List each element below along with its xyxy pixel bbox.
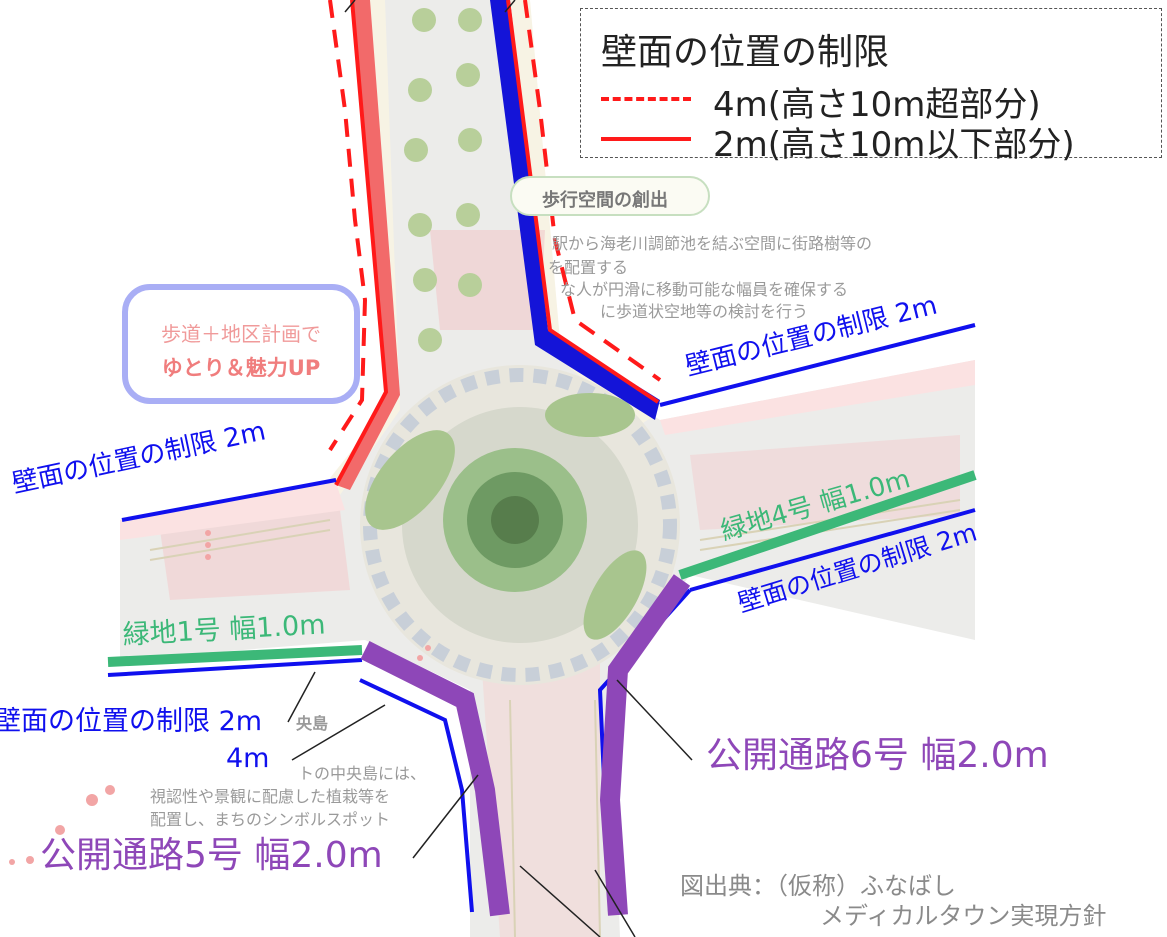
label-public-path-6: 公開通路6号 幅2.0m	[706, 735, 1049, 776]
callout-bubble: 歩道＋地区計画で ゆとり＆魅力UP	[122, 284, 360, 404]
street-trees	[365, 8, 647, 640]
source-line-1: 図出典：（仮称）ふなばし	[680, 872, 956, 900]
wall-line-ne	[659, 323, 976, 407]
bg-text-c2: 視認性や景観に配慮した植栽等を	[150, 787, 391, 806]
legend-4m-label: 4m(高さ10m超部分)	[713, 85, 1041, 125]
wall-line-e	[689, 508, 976, 592]
bg-text-c1: トの中央島には、	[298, 764, 427, 783]
leader-lines	[287, 0, 693, 937]
solid-line-swatch	[601, 137, 691, 141]
green-strip-4	[678, 470, 977, 580]
bg-text-4: に歩道状空地等の検討を行う	[600, 302, 809, 321]
bg-text-3: な人が円滑に移動可能な幅員を確保する	[560, 280, 849, 299]
label-public-path-5: 公開通路5号 幅2.0m	[40, 835, 383, 876]
green-strip-1	[107, 645, 363, 667]
bg-text-c4: 央島	[296, 714, 329, 733]
bg-text-1: 駅から海老川調節池を結ぶ空間に街路樹等の	[552, 234, 873, 253]
pill-text: 歩行空間の創出	[542, 190, 668, 211]
public-path-5	[360, 641, 510, 917]
legend-2m-label: 2m(高さ10m以下部分)	[713, 125, 1075, 165]
limit-4m-dashed-nw	[328, 0, 368, 452]
section-pill: 歩行空間の創出	[510, 176, 710, 216]
limit-4m-dashed-ne	[523, 0, 662, 382]
dashed-line-swatch	[601, 97, 691, 101]
wall-line-w	[121, 478, 337, 522]
source-line-2: メディカルタウン実現方針	[820, 902, 1107, 930]
bg-text-2: を配置する	[548, 258, 629, 277]
legend-title: 壁面の位置の制限	[601, 32, 890, 73]
wall-line-sw-4m	[359, 678, 474, 913]
pink-dots	[9, 530, 431, 865]
bg-text-c3: 配置し、まちのシンボルスポット	[150, 810, 391, 829]
legend: 壁面の位置の制限 4m(高さ10m超部分) 2m(高さ10m以下部分)	[580, 8, 1162, 165]
wall-line-sw	[107, 658, 363, 677]
bubble-line1: 歩道＋地区計画で	[161, 322, 321, 346]
limit-2m-solid-nw	[334, 0, 389, 486]
limit-2m-solid-ne	[506, 0, 660, 404]
public-path-6	[599, 574, 691, 916]
label-wall-2m-sw: 壁面の位置の制限 2m	[0, 706, 263, 737]
road-band-ne	[490, 0, 660, 420]
bubble-line2: ゆとり＆魅力UP	[161, 356, 321, 380]
label-distance-4m: 4m	[226, 743, 270, 774]
